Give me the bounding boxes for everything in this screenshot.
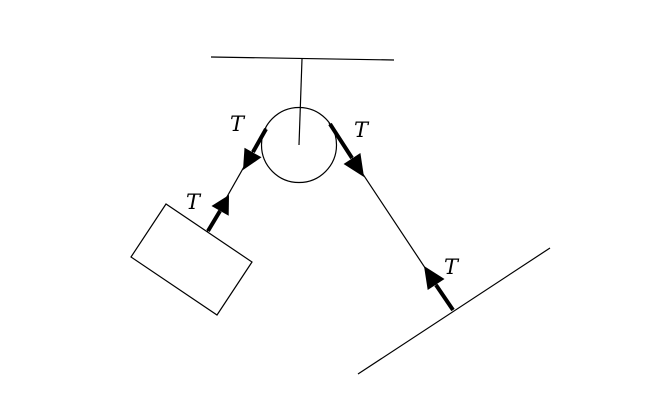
tension-arrow-left-upper	[243, 128, 268, 170]
tension-label-right-lower: T	[444, 255, 460, 279]
ceiling-line	[210, 56, 395, 61]
pulley-wheel	[260, 106, 338, 184]
tension-label-left-upper: T	[230, 112, 246, 136]
hanging-block	[130, 203, 253, 316]
tension-arrow-right-upper	[328, 122, 364, 177]
tension-label-left-lower: T	[186, 190, 202, 214]
tension-arrow-left-lower	[206, 195, 229, 233]
inclined-plane	[357, 247, 551, 375]
pulley-hanger	[298, 58, 303, 146]
tension-arrow-right-lower	[424, 266, 455, 312]
tension-label-right-upper: T	[354, 118, 370, 142]
